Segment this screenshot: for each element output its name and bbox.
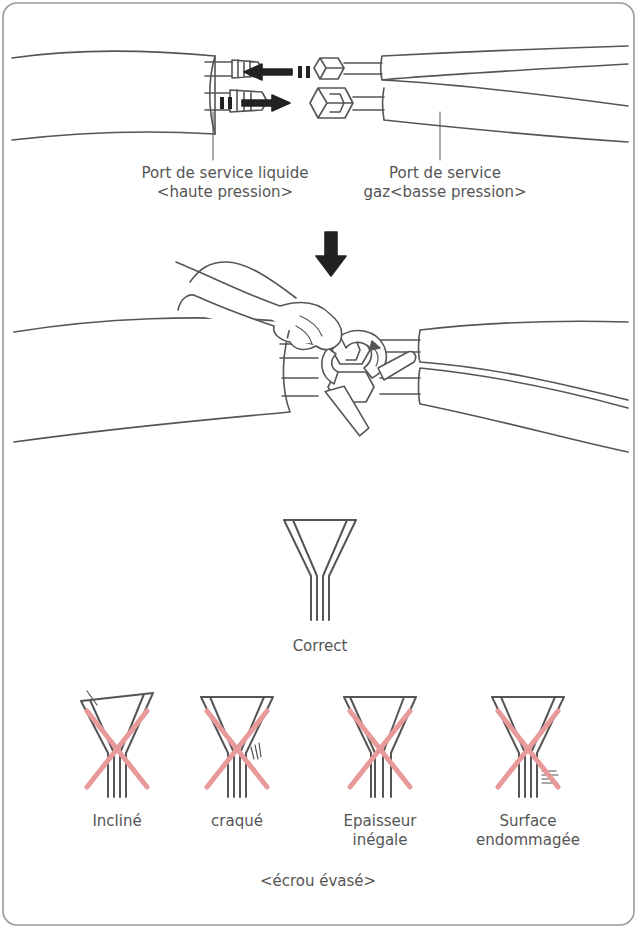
rotation-arrow-head [370, 341, 380, 350]
leader-line [440, 112, 441, 160]
defect-mark [251, 743, 261, 759]
cross-mark [350, 711, 410, 787]
flare-inclined [81, 691, 153, 797]
flare-outline [284, 520, 356, 620]
arrow-dash [220, 97, 232, 109]
wrench-handle [324, 380, 375, 436]
insulation-sleeve [12, 51, 215, 140]
down-arrow [316, 232, 346, 276]
flare-damaged [492, 697, 564, 797]
gas-pipe [205, 93, 230, 110]
arrow-dash [298, 66, 310, 78]
frame [3, 3, 634, 925]
pipe [280, 344, 318, 396]
finger [296, 316, 322, 344]
port-label: Port de service liquide <haute pression> [125, 164, 325, 202]
flare-defect: craqué [177, 812, 297, 831]
caption: <écrou évasé> [168, 872, 468, 891]
cross-mark [498, 711, 558, 787]
defect-mark [87, 691, 97, 705]
liquid-pipe [344, 63, 382, 74]
flare-uneven [344, 697, 416, 797]
liquid-pipe [205, 62, 232, 76]
wrench-head [322, 348, 338, 384]
flare-outline [81, 693, 153, 797]
flare-outline [344, 697, 416, 797]
flare-nut-large [310, 88, 353, 118]
leader-line [213, 112, 214, 160]
flare-cracked [201, 697, 273, 797]
flare-correct [284, 520, 356, 620]
cross-mark [207, 711, 267, 787]
insulation-sleeve [419, 321, 629, 452]
arrow-right [242, 95, 290, 111]
gas-pipe [353, 97, 384, 110]
cross-mark [87, 711, 147, 787]
flare-defect: Incliné [57, 812, 177, 831]
hand [176, 262, 342, 349]
port-label: Port de service gaz<basse pression> [350, 164, 540, 202]
insulation-sleeve [14, 318, 292, 442]
arrow-left [244, 64, 292, 80]
flare-nut-small [314, 58, 344, 79]
flare-defect: Surface endommagée [463, 812, 593, 850]
wrench-handle [378, 352, 416, 380]
flare-status: Correct [260, 637, 380, 656]
flare-outline [492, 697, 564, 797]
insulation-end [210, 56, 215, 134]
flare-defect: Epaisseur inégale [320, 812, 440, 850]
flare-outline [201, 697, 273, 797]
insulation-sleeve [381, 46, 629, 142]
